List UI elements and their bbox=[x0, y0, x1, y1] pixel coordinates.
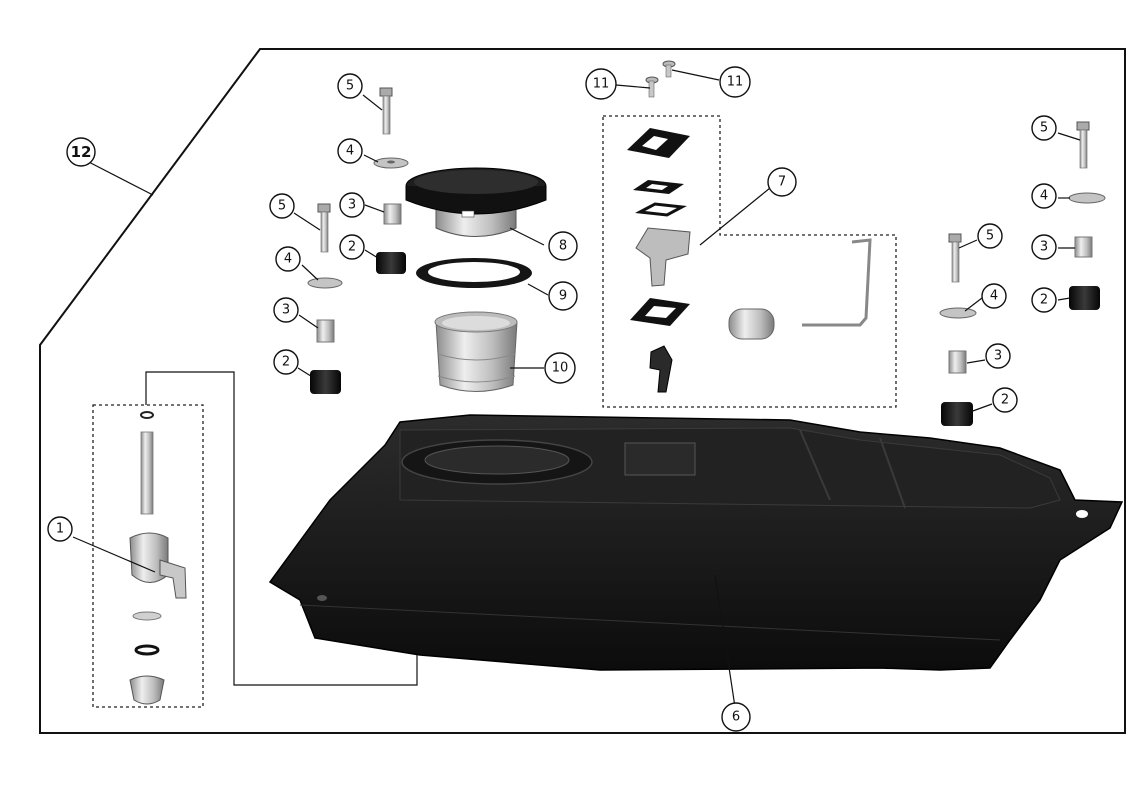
callout-label: 11 bbox=[593, 77, 610, 92]
washer-icon bbox=[1068, 192, 1106, 204]
gasket-icon bbox=[416, 258, 532, 288]
callout-3: 3 bbox=[985, 343, 1011, 369]
bolt-icon bbox=[379, 87, 393, 135]
leader-lines bbox=[72, 69, 1081, 708]
bolt-icon bbox=[1076, 121, 1090, 169]
callout-label: 9 bbox=[559, 289, 567, 304]
fuel-cap-icon bbox=[405, 167, 547, 237]
callout-1: 1 bbox=[47, 516, 73, 542]
callout-6: 6 bbox=[721, 702, 751, 732]
washer-icon bbox=[939, 307, 977, 319]
gauge-sender-group-box bbox=[602, 115, 897, 408]
callout-11: 11 bbox=[719, 66, 751, 98]
callout-label: 2 bbox=[348, 240, 356, 255]
bushing-icon bbox=[383, 203, 402, 225]
callout-label: 11 bbox=[727, 75, 744, 90]
callout-4: 4 bbox=[275, 246, 301, 272]
rubber-grommet-icon bbox=[941, 402, 973, 426]
callout-label: 4 bbox=[1040, 189, 1048, 204]
callout-label: 3 bbox=[994, 349, 1002, 364]
callout-9: 9 bbox=[548, 281, 578, 311]
callout-label: 8 bbox=[559, 239, 567, 254]
callout-5: 5 bbox=[269, 193, 295, 219]
callout-2: 2 bbox=[273, 349, 299, 375]
callout-2: 2 bbox=[339, 234, 365, 260]
assembly-outline bbox=[39, 48, 1126, 734]
callout-10: 10 bbox=[544, 352, 576, 384]
fuel-valve-group-box bbox=[92, 404, 204, 708]
callout-label: 4 bbox=[284, 252, 292, 267]
rubber-grommet-icon bbox=[310, 370, 341, 394]
callout-label: 3 bbox=[282, 303, 290, 318]
bolt-icon bbox=[948, 233, 962, 283]
washer-icon bbox=[307, 277, 343, 289]
fuel-tank-icon bbox=[268, 414, 1124, 671]
callout-label: 1 bbox=[56, 522, 64, 537]
callout-label: 4 bbox=[346, 144, 354, 159]
bolt-icon bbox=[317, 203, 331, 253]
callout-label: 5 bbox=[278, 199, 286, 214]
callout-11: 11 bbox=[585, 68, 617, 100]
callout-4: 4 bbox=[1031, 183, 1057, 209]
callout-3: 3 bbox=[339, 192, 365, 218]
callout-label: 6 bbox=[732, 710, 740, 725]
callout-label: 2 bbox=[1040, 293, 1048, 308]
callout-label: 2 bbox=[282, 355, 290, 370]
callout-5: 5 bbox=[1031, 115, 1057, 141]
screw-icon bbox=[645, 60, 676, 98]
callout-5: 5 bbox=[337, 73, 363, 99]
callout-label: 3 bbox=[1040, 240, 1048, 255]
callout-7: 7 bbox=[767, 167, 797, 197]
callout-3: 3 bbox=[273, 297, 299, 323]
callout-label: 4 bbox=[990, 289, 998, 304]
bushing-icon bbox=[948, 350, 967, 374]
bushing-icon bbox=[1074, 236, 1093, 258]
washer-icon bbox=[373, 157, 409, 169]
callout-8: 8 bbox=[548, 231, 578, 261]
fuel-valve-icon bbox=[129, 411, 187, 705]
callout-label: 3 bbox=[348, 198, 356, 213]
callout-label: 12 bbox=[71, 143, 92, 161]
callout-12: 12 bbox=[66, 137, 96, 167]
callout-label: 7 bbox=[778, 175, 786, 190]
callout-5: 5 bbox=[977, 223, 1003, 249]
valve-to-tank-leader bbox=[145, 371, 418, 686]
callout-label: 2 bbox=[1001, 393, 1009, 408]
fuel-gauge-sender-icon bbox=[627, 128, 872, 393]
callout-2: 2 bbox=[1031, 287, 1057, 313]
callout-3: 3 bbox=[1031, 234, 1057, 260]
filler-neck-icon bbox=[434, 311, 518, 392]
callout-2: 2 bbox=[992, 387, 1018, 413]
callout-4: 4 bbox=[337, 138, 363, 164]
rubber-grommet-icon bbox=[376, 252, 406, 274]
callout-label: 5 bbox=[1040, 121, 1048, 136]
callout-4: 4 bbox=[981, 283, 1007, 309]
bushing-icon bbox=[316, 319, 335, 343]
rubber-grommet-icon bbox=[1069, 286, 1100, 310]
callout-label: 5 bbox=[346, 79, 354, 94]
callout-label: 5 bbox=[986, 229, 994, 244]
callout-label: 10 bbox=[552, 361, 569, 376]
